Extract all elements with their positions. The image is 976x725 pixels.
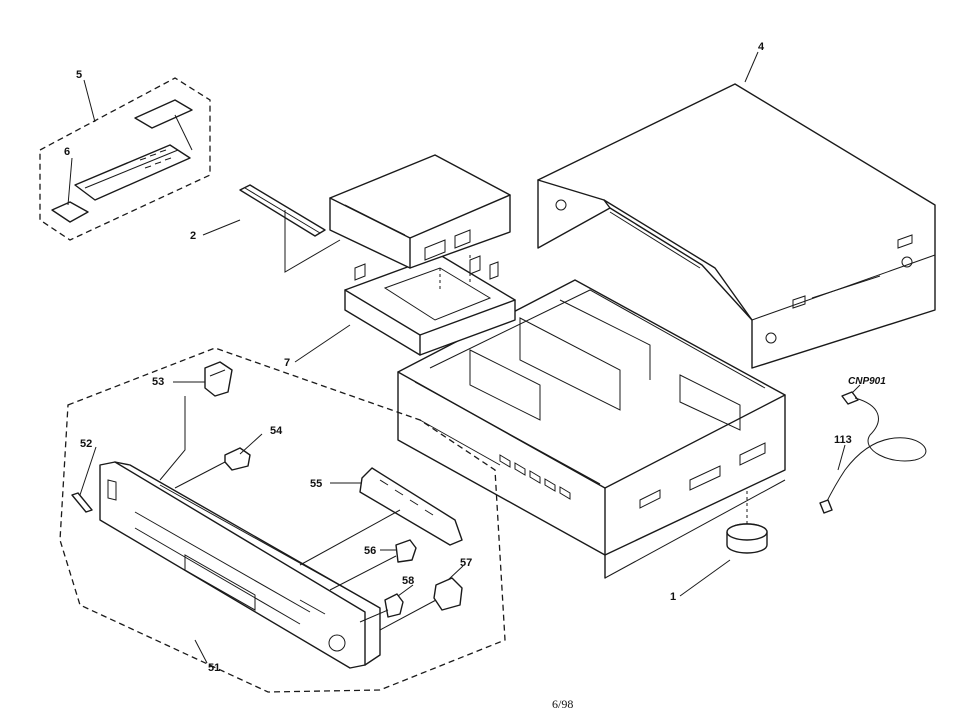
label-51: 51 xyxy=(208,662,220,674)
part-53-switch xyxy=(159,361,233,481)
label-cnp901: CNP901 xyxy=(848,376,886,387)
label-113: 113 xyxy=(834,434,852,446)
part-5-remote-group xyxy=(39,77,211,241)
part-1-foot xyxy=(726,490,768,554)
part-4-top-cover xyxy=(537,83,936,369)
power-cord xyxy=(819,391,927,514)
label-52: 52 xyxy=(80,438,92,450)
part-52-button xyxy=(71,492,93,513)
label-53: 53 xyxy=(152,376,164,388)
label-2: 2 xyxy=(190,230,196,242)
label-55: 55 xyxy=(310,478,322,490)
label-56: 56 xyxy=(364,545,376,557)
part-58-bracket xyxy=(384,593,404,618)
label-58: 58 xyxy=(402,575,414,587)
dvd-mechanism xyxy=(329,154,511,292)
label-1: 1 xyxy=(670,591,676,603)
leader-lines xyxy=(67,51,861,664)
label-6: 6 xyxy=(64,146,70,158)
page-number: 6/98 xyxy=(552,697,573,711)
label-57: 57 xyxy=(460,557,472,569)
part-55-pcb xyxy=(299,467,463,566)
part-56-bracket xyxy=(395,539,417,563)
part-2-rail xyxy=(239,184,341,273)
part-labels: 4 5 6 2 7 53 52 54 55 56 57 58 51 1 113 … xyxy=(64,41,886,674)
part-57-bracket xyxy=(433,577,463,611)
label-7: 7 xyxy=(284,357,290,369)
main-chassis xyxy=(397,279,786,579)
label-4: 4 xyxy=(758,41,765,53)
label-54: 54 xyxy=(270,425,283,437)
part-54-clip xyxy=(224,447,251,471)
label-5: 5 xyxy=(76,69,82,81)
